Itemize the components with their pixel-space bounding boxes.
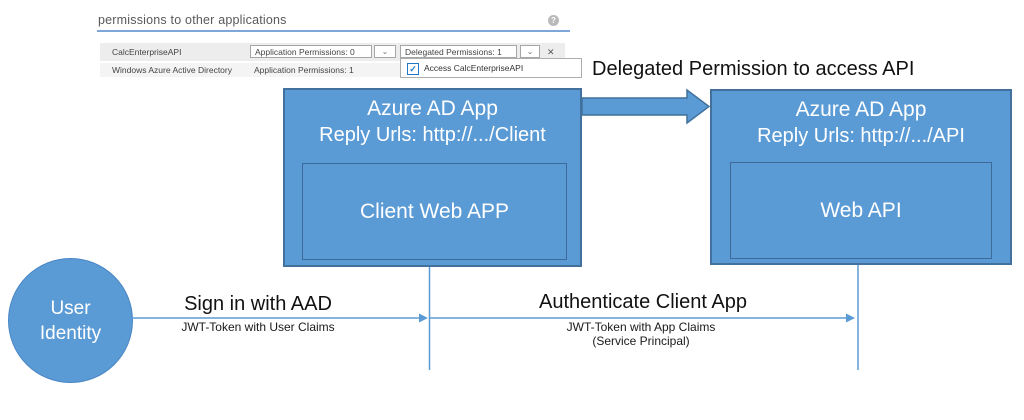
app-name-label: Windows Azure Active Directory — [112, 65, 232, 75]
delegated-permission-arrow-label: Delegated Permission to access API — [592, 58, 915, 80]
web-api-inner-box: Web API — [730, 162, 992, 259]
client-azure-ad-app-box: Azure AD App Reply Urls: http://.../Clie… — [283, 88, 582, 267]
section-underline — [97, 30, 570, 32]
auth-arrow-title: Authenticate Client App — [539, 291, 747, 313]
checkbox-checked-icon[interactable]: ✓ — [407, 63, 419, 75]
box-title: Azure AD App — [795, 98, 927, 121]
permission-row-calcenterpriseapi: CalcEnterpriseAPI Application Permission… — [100, 43, 565, 61]
box-reply-urls: Reply Urls: http://.../API — [757, 125, 965, 147]
auth-arrowhead-icon — [846, 313, 855, 323]
chevron-down-icon[interactable]: ⌄ — [374, 45, 396, 58]
chevron-down-icon[interactable]: ⌄ — [520, 45, 540, 58]
signin-arrow-title: Sign in with AAD — [184, 293, 332, 315]
box-reply-urls: Reply Urls: http://.../Client — [319, 124, 546, 146]
auth-arrow-subtitle2: (Service Principal) — [592, 334, 690, 348]
delegated-permissions-dropdown-panel[interactable]: ✓ Access CalcEnterpriseAPI — [400, 58, 582, 78]
delegated-block-arrow — [581, 88, 711, 125]
application-permissions-value: Application Permissions: 1 — [254, 65, 354, 75]
auth-arrow-subtitle: JWT-Token with App Claims — [566, 320, 716, 334]
signin-arrowhead-icon — [419, 313, 428, 323]
application-permissions-select[interactable]: Application Permissions: 0 — [250, 45, 372, 58]
user-circle-line1: User — [50, 297, 91, 319]
permissions-section-title: permissions to other applications — [98, 13, 287, 27]
app-name-label: CalcEnterpriseAPI — [112, 47, 182, 57]
api-azure-ad-app-box: Azure AD App Reply Urls: http://.../API … — [710, 89, 1012, 265]
box-title: Azure AD App — [367, 97, 498, 120]
signin-arrow-subtitle: JWT-Token with User Claims — [181, 320, 335, 334]
help-icon[interactable]: ? — [548, 15, 559, 26]
delegated-permissions-select[interactable]: Delegated Permissions: 1 — [400, 45, 517, 58]
client-web-app-inner-box: Client Web APP — [302, 163, 567, 260]
close-icon[interactable]: ✕ — [547, 47, 555, 57]
user-identity-circle: User Identity — [8, 258, 133, 383]
dropdown-option-label[interactable]: Access CalcEnterpriseAPI — [424, 63, 524, 73]
user-circle-line2: Identity — [39, 322, 102, 344]
